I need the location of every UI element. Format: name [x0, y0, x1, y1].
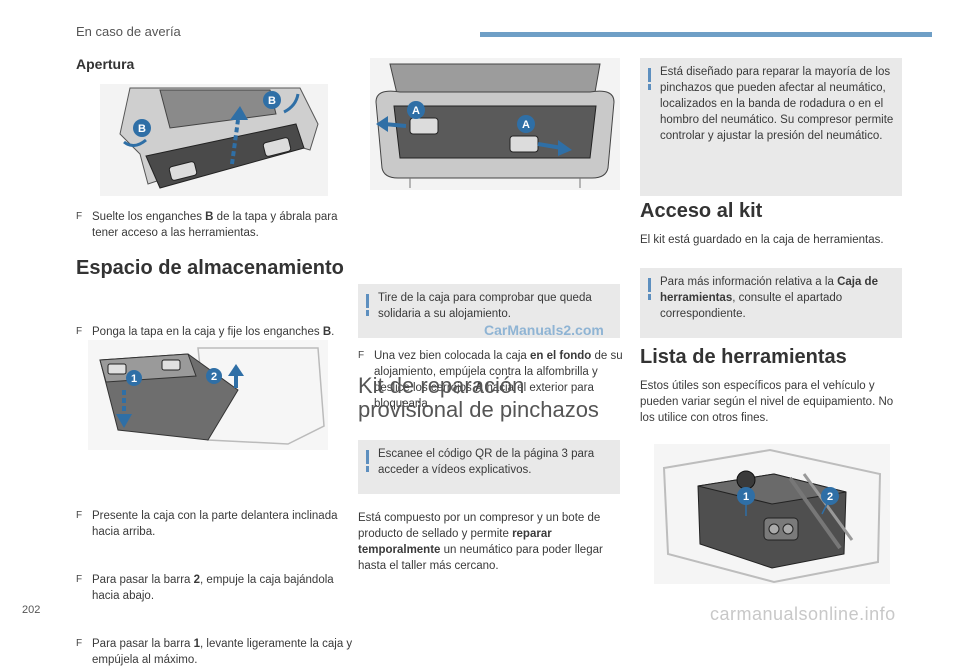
marker-2: 2	[211, 371, 217, 383]
bullet-marker: F	[76, 211, 83, 222]
bullet-marker: F	[76, 638, 83, 649]
watermark-carmanuals: CarManuals2.com	[484, 322, 604, 338]
marker-a-left: A	[412, 105, 420, 117]
section-title: En caso de avería	[76, 24, 181, 39]
header-bar	[480, 32, 932, 37]
bullet-lock-latches: F Una vez bien colocada la caja en el fo…	[358, 350, 623, 410]
illustration-storage: 1 2	[88, 340, 328, 450]
bullet-marker: F	[76, 574, 83, 585]
box-lid-illustration: B B	[100, 84, 328, 196]
marker-1: 1	[131, 373, 137, 385]
kit-description: Está compuesto por un compresor y un bot…	[358, 512, 603, 572]
illustration-opening: B B	[100, 84, 328, 196]
latch-box-illustration: A A	[370, 58, 620, 190]
note-qr-code: Escanee el código QR de la página 3 para…	[358, 440, 620, 494]
lista-text: Estos útiles son específicos para el veh…	[640, 380, 894, 424]
marker-b-right: B	[268, 95, 276, 107]
page-number: 202	[22, 604, 41, 616]
bullet-tilt-box: F Presente la caja con la parte delanter…	[76, 510, 338, 538]
illustration-latches: A A	[370, 58, 620, 190]
lista-heading: Lista de herramientas	[640, 346, 847, 368]
apertura-heading: Apertura	[76, 56, 135, 72]
marker-1: 1	[743, 491, 749, 503]
bullet-release-clips: F Suelte los enganches B de la tapa y áb…	[76, 211, 338, 239]
storage-box-illustration: 1 2	[88, 340, 328, 450]
info-icon	[648, 68, 651, 82]
info-icon	[648, 278, 651, 292]
note-pull-box: Tire de la caja para comprobar que queda…	[358, 284, 620, 338]
bullet-place-lid: F Ponga la tapa en la caja y fije los en…	[76, 326, 335, 338]
bullet-marker: F	[76, 326, 83, 337]
note-toolbox: Para más información relativa a la Caja …	[640, 268, 902, 338]
bullet-bar-1: F Para pasar la barra 1, levante ligeram…	[76, 638, 353, 666]
watermark-carmanualsonline: carmanualsonline.info	[710, 604, 896, 624]
illustration-tools: 1 2	[654, 444, 890, 584]
toolkit-illustration: 1 2	[654, 444, 890, 584]
info-icon	[366, 294, 369, 308]
marker-a-right: A	[522, 119, 530, 131]
note-kit-purpose: Está diseñado para reparar la mayoría de…	[640, 58, 902, 196]
info-icon	[366, 450, 369, 464]
marker-b-left: B	[138, 123, 146, 135]
marker-2: 2	[827, 491, 833, 503]
bullet-marker: F	[358, 350, 365, 361]
espacio-heading: Espacio de almacenamiento	[76, 257, 344, 279]
bullet-bar-2: F Para pasar la barra 2, empuje la caja …	[76, 574, 334, 602]
bullet-marker: F	[76, 510, 83, 521]
kit-heading: Kit de reparación provisional de pinchaz…	[358, 373, 599, 422]
acceso-text: El kit está guardado en la caja de herra…	[640, 234, 884, 246]
acceso-heading: Acceso al kit	[640, 200, 763, 222]
